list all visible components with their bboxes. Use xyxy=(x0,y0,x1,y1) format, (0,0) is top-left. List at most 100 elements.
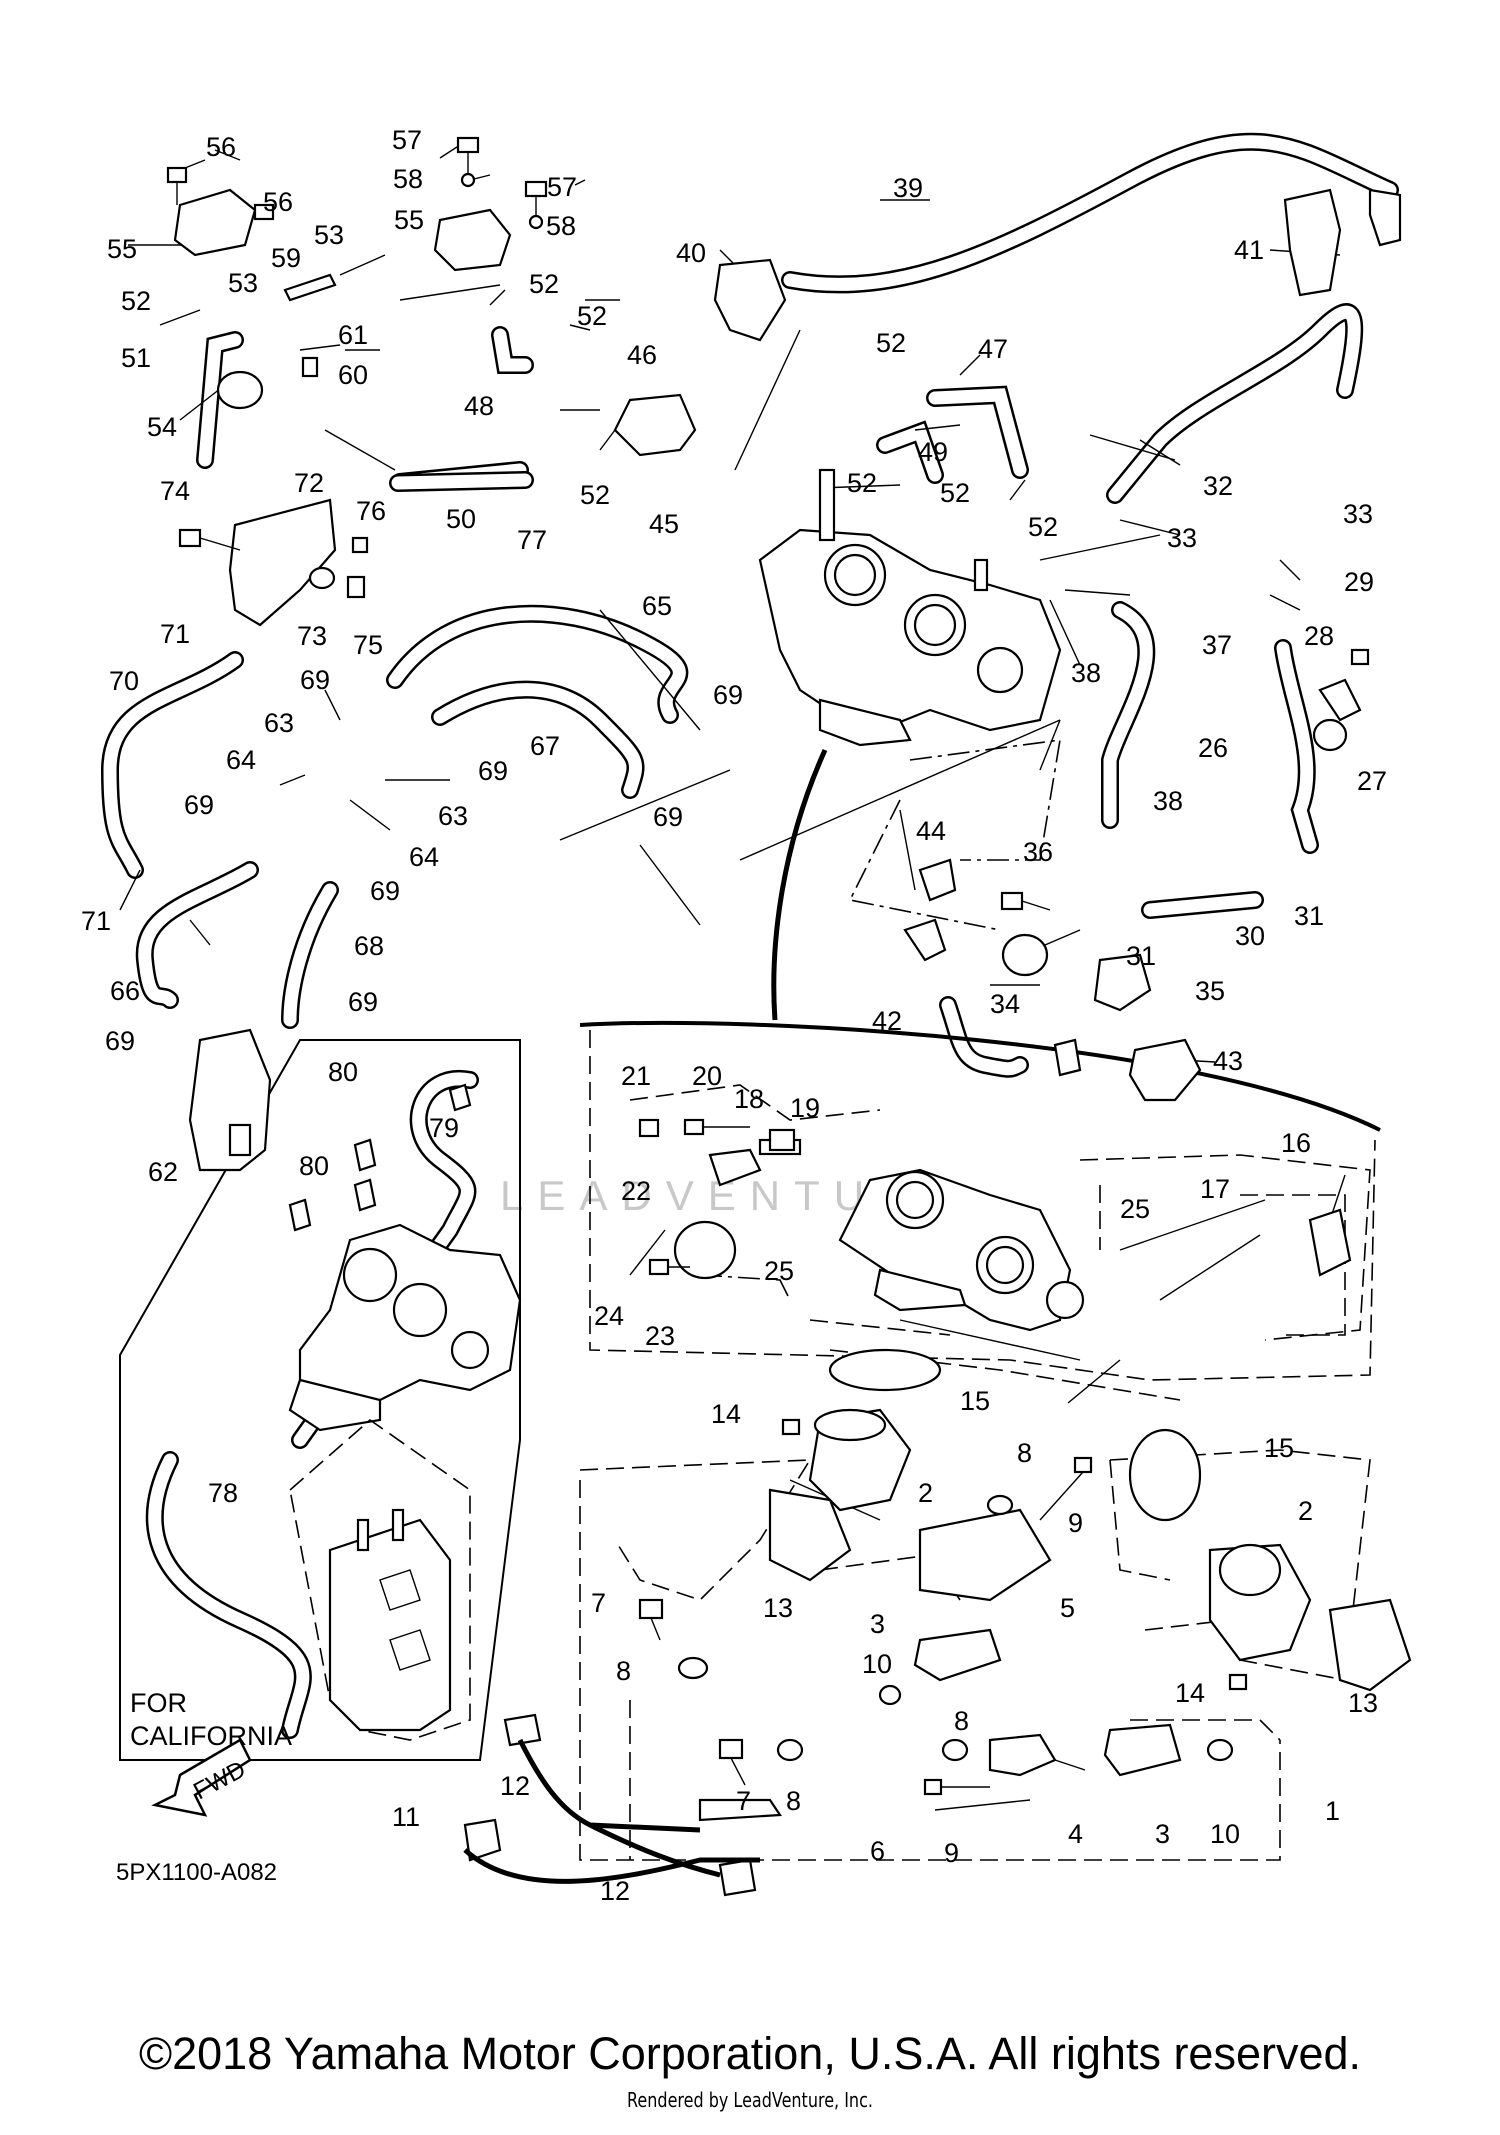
callout-53: 53 xyxy=(228,268,258,298)
callout-71: 71 xyxy=(160,619,190,649)
callout-33: 33 xyxy=(1167,523,1197,553)
callout-58: 58 xyxy=(546,211,576,241)
small-parts xyxy=(166,136,1412,1897)
callout-27: 27 xyxy=(1357,766,1387,796)
callout-62: 62 xyxy=(148,1157,178,1187)
callout-56: 56 xyxy=(206,132,236,162)
callout-68: 68 xyxy=(354,931,384,961)
callout-31: 31 xyxy=(1126,941,1156,971)
callout-8: 8 xyxy=(786,1786,801,1816)
callout-69: 69 xyxy=(184,790,214,820)
callout-9: 9 xyxy=(944,1838,959,1868)
callout-22: 22 xyxy=(621,1176,651,1206)
callout-40: 40 xyxy=(676,238,706,268)
callout-42: 42 xyxy=(872,1006,902,1036)
callout-74: 74 xyxy=(160,476,190,506)
callout-69: 69 xyxy=(653,802,683,832)
callout-73: 73 xyxy=(297,621,327,651)
callout-52: 52 xyxy=(847,468,877,498)
california-caption-line1: FOR xyxy=(130,1688,187,1718)
callout-52: 52 xyxy=(529,269,559,299)
callout-46: 46 xyxy=(627,340,657,370)
callout-24: 24 xyxy=(594,1301,624,1331)
callout-28: 28 xyxy=(1304,621,1334,651)
callout-34: 34 xyxy=(990,989,1020,1019)
callout-78: 78 xyxy=(208,1478,238,1508)
callout-53: 53 xyxy=(314,220,344,250)
callout-69: 69 xyxy=(300,665,330,695)
callout-21: 21 xyxy=(621,1061,651,1091)
callout-10: 10 xyxy=(1210,1819,1240,1849)
callout-55: 55 xyxy=(394,205,424,235)
callout-4: 4 xyxy=(1068,1819,1083,1849)
callout-60: 60 xyxy=(338,360,368,390)
callout-2: 2 xyxy=(1298,1496,1313,1526)
callout-3: 3 xyxy=(1155,1819,1170,1849)
callout-69: 69 xyxy=(478,756,508,786)
callout-75: 75 xyxy=(353,630,383,660)
callout-58: 58 xyxy=(393,164,423,194)
callout-80: 80 xyxy=(328,1057,358,1087)
callout-64: 64 xyxy=(409,842,439,872)
callout-30: 30 xyxy=(1235,921,1265,951)
callout-41: 41 xyxy=(1234,235,1264,265)
throttle-body-detail xyxy=(838,1168,1085,1332)
callout-76: 76 xyxy=(356,496,386,526)
callout-47: 47 xyxy=(978,334,1008,364)
callout-65: 65 xyxy=(642,591,672,621)
callout-69: 69 xyxy=(370,876,400,906)
callout-7: 7 xyxy=(591,1588,606,1618)
callout-5: 5 xyxy=(1060,1593,1075,1623)
callout-13: 13 xyxy=(1348,1688,1378,1718)
throttle-body-upper xyxy=(758,468,1062,747)
callout-16: 16 xyxy=(1281,1128,1311,1158)
copyright-footer: ©2018 Yamaha Motor Corporation, U.S.A. A… xyxy=(138,2028,1362,2079)
callout-43: 43 xyxy=(1213,1046,1243,1076)
callout-67: 67 xyxy=(530,731,560,761)
california-throttle-body xyxy=(288,1223,522,1432)
callout-69: 69 xyxy=(348,987,378,1017)
california-panel xyxy=(119,1039,521,1761)
callout-33: 33 xyxy=(1343,499,1373,529)
callout-12: 12 xyxy=(600,1876,630,1906)
callout-38: 38 xyxy=(1071,658,1101,688)
callout-54: 54 xyxy=(147,412,177,442)
callout-8: 8 xyxy=(616,1656,631,1686)
wire-harness xyxy=(463,1738,760,1884)
callout-49: 49 xyxy=(918,437,948,467)
callout-6: 6 xyxy=(870,1836,885,1866)
callout-15: 15 xyxy=(960,1386,990,1416)
callout-labels: 56 56 55 55 57 57 58 58 53 53 59 52 61 5… xyxy=(81,125,1387,1906)
callout-15: 15 xyxy=(1264,1433,1294,1463)
callout-25: 25 xyxy=(1120,1194,1150,1224)
callout-11: 11 xyxy=(392,1802,420,1832)
callout-56: 56 xyxy=(263,187,293,217)
callout-63: 63 xyxy=(264,708,294,738)
callout-55: 55 xyxy=(107,234,137,264)
callout-13: 13 xyxy=(763,1593,793,1623)
callout-2: 2 xyxy=(918,1478,933,1508)
rendered-by-credit: Rendered by LeadVenture, Inc. xyxy=(627,2088,873,2112)
callout-26: 26 xyxy=(1198,733,1228,763)
callout-14: 14 xyxy=(711,1399,741,1429)
callout-64: 64 xyxy=(226,745,256,775)
callout-59: 59 xyxy=(271,243,301,273)
callout-50: 50 xyxy=(446,504,476,534)
detail-arc xyxy=(771,748,828,1021)
callout-1: 1 xyxy=(1325,1796,1340,1826)
callout-63: 63 xyxy=(438,801,468,831)
callout-79: 79 xyxy=(429,1113,459,1143)
callout-52: 52 xyxy=(121,286,151,316)
callout-77: 77 xyxy=(517,525,547,555)
callout-57: 57 xyxy=(547,172,577,202)
callout-29: 29 xyxy=(1344,567,1374,597)
callout-69: 69 xyxy=(105,1026,135,1056)
callout-70: 70 xyxy=(109,666,139,696)
callout-52: 52 xyxy=(940,478,970,508)
callout-71: 71 xyxy=(81,906,111,936)
callout-9: 9 xyxy=(1068,1508,1083,1538)
callout-7: 7 xyxy=(736,1786,751,1816)
callout-31: 31 xyxy=(1294,901,1324,931)
callout-20: 20 xyxy=(692,1061,722,1091)
